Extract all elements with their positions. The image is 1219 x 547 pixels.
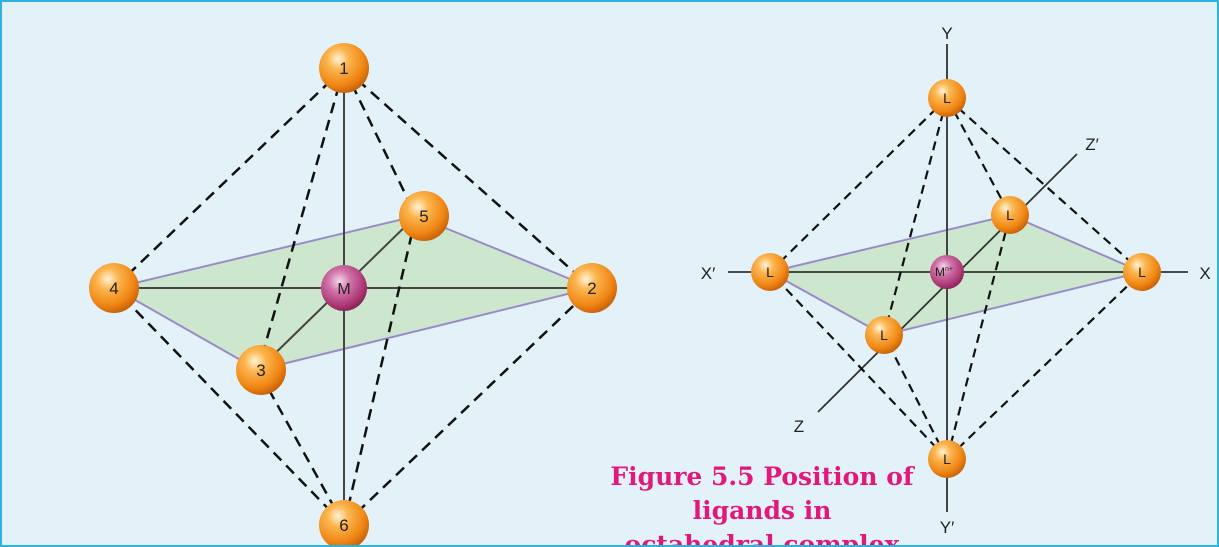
svg-text:L: L — [880, 327, 888, 343]
axis-label-z-prime: Z′ — [1085, 135, 1099, 154]
vertex-2: 2 — [567, 263, 617, 313]
axis-label-x: X — [1199, 264, 1210, 283]
ligand-top: L — [928, 79, 966, 117]
ligand-bottom: L — [928, 440, 966, 478]
vertex-6: 6 — [319, 500, 369, 545]
metal-center-Mn: Mn+ — [930, 255, 964, 289]
svg-text:2: 2 — [587, 279, 596, 298]
svg-text:L: L — [766, 264, 774, 280]
axis-label-y: Y — [941, 24, 952, 43]
metal-center-M: M — [321, 265, 367, 311]
svg-text:L: L — [1006, 207, 1014, 223]
dashed-edges — [113, 67, 593, 526]
dashed-edges-right — [769, 97, 1143, 460]
ligand-left: L — [751, 253, 789, 291]
vertex-3: 3 — [236, 345, 286, 395]
right-octahedron: Y Y′ X′ X Z′ Z L L L L — [701, 24, 1211, 537]
vertex-4: 4 — [89, 263, 139, 313]
ligand-back: L — [991, 196, 1029, 234]
caption-line-1: Figure 5.5 Position of ligands in — [610, 462, 914, 525]
svg-text:1: 1 — [339, 59, 348, 78]
metal-symbol: M — [935, 265, 945, 279]
svg-text:Mn+: Mn+ — [935, 265, 953, 279]
figure-caption: Figure 5.5 Position of ligands in octahe… — [562, 460, 962, 547]
axis-label-z: Z — [794, 417, 804, 436]
left-octahedron: 1 5 4 2 M 3 6 — [89, 43, 617, 545]
vertex-1: 1 — [319, 43, 369, 93]
ligand-right: L — [1123, 253, 1161, 291]
svg-text:L: L — [1138, 264, 1146, 280]
ligand-front: L — [865, 316, 903, 354]
svg-text:4: 4 — [109, 279, 118, 298]
caption-line-2: octahedral complex — [624, 530, 900, 547]
vertex-5: 5 — [399, 191, 449, 241]
svg-text:L: L — [943, 90, 951, 106]
svg-text:6: 6 — [339, 516, 348, 535]
svg-text:L: L — [943, 451, 951, 467]
axis-label-y-prime: Y′ — [940, 518, 955, 537]
svg-text:5: 5 — [419, 207, 428, 226]
axis-label-x-prime: X′ — [701, 264, 716, 283]
svg-text:M: M — [337, 281, 350, 298]
metal-charge: n+ — [945, 266, 953, 273]
svg-text:3: 3 — [256, 361, 265, 380]
